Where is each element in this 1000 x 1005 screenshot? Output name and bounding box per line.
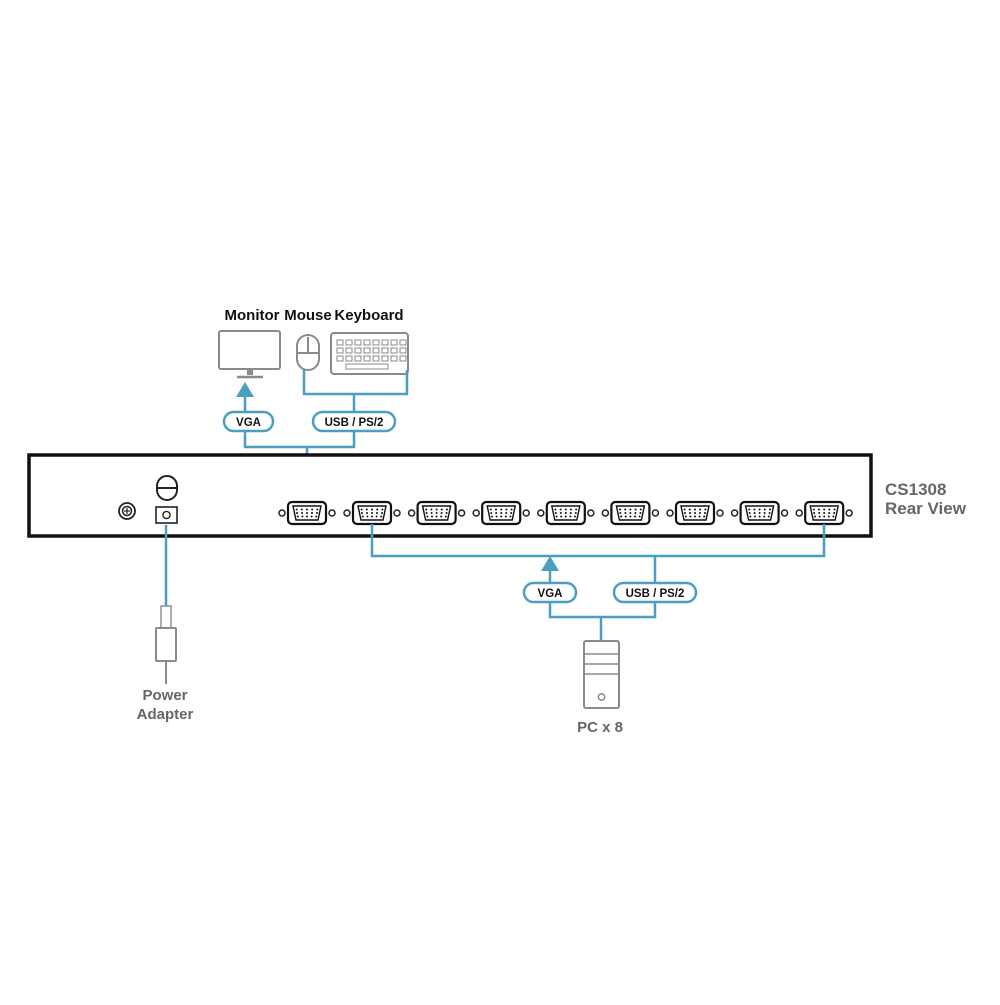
power-label-line1: Power [142, 687, 187, 704]
power-plug-icon [155, 605, 177, 684]
pc-port-8 [795, 500, 853, 526]
keyboard-label: Keyboard [334, 307, 403, 324]
pc-vga-label: VGA [538, 588, 563, 600]
console-input-label: USB / PS/2 [325, 417, 384, 429]
pc-input-label: USB / PS/2 [626, 588, 685, 600]
mouse-icon [296, 334, 320, 371]
monitor-label: Monitor [225, 307, 280, 324]
power-switch-icon [156, 475, 178, 501]
ground-screw-icon [118, 502, 136, 520]
monitor-icon [218, 330, 281, 379]
model-name: CS1308 [885, 480, 946, 499]
mouse-label: Mouse [284, 307, 332, 324]
pc-port-1 [343, 500, 401, 526]
dc-power-jack [155, 506, 178, 524]
pc-port-2 [407, 500, 466, 526]
pc-tower-icon [583, 640, 620, 709]
pc-vga-tag: VGA [522, 581, 578, 604]
pc-port-4 [537, 500, 595, 526]
console-input-tag: USB / PS/2 [311, 410, 397, 433]
power-label-line2: Adapter [137, 706, 194, 723]
pc-input-tag: USB / PS/2 [612, 581, 698, 604]
pc-cables [370, 524, 826, 640]
pc-port-7 [730, 500, 789, 526]
pc-label: PC x 8 [577, 719, 623, 736]
pc-port-3 [472, 500, 530, 526]
console-vga-label: VGA [236, 417, 261, 429]
vga-port-row [278, 500, 853, 526]
console-vga-tag: VGA [222, 410, 275, 433]
keyboard-icon [330, 332, 409, 375]
view-name: Rear View [885, 499, 967, 518]
pc-port-6 [666, 500, 724, 526]
console-vga-port [278, 500, 336, 526]
pc-port-5 [601, 500, 660, 526]
